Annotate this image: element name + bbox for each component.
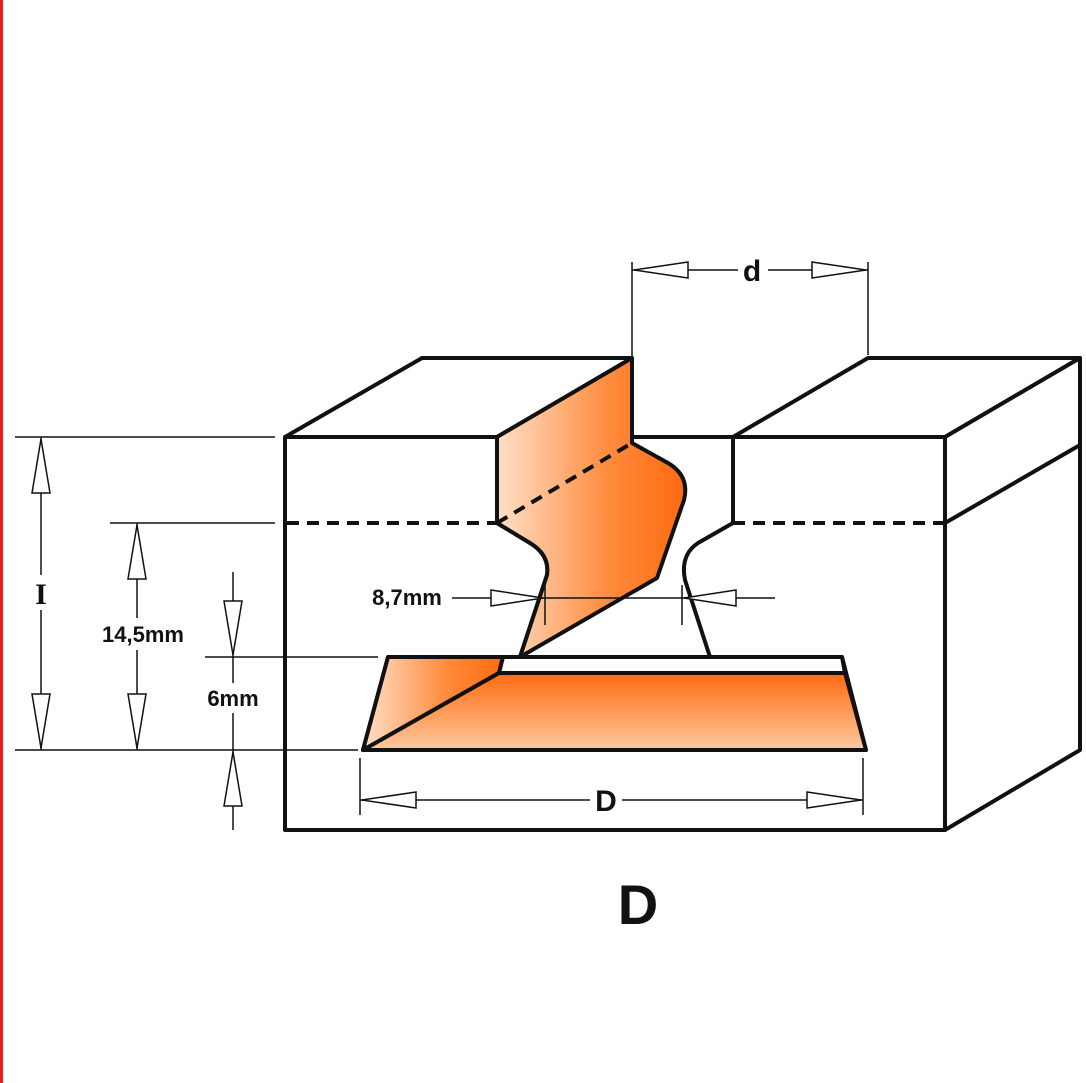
arrowhead-icon — [31, 438, 51, 494]
arrowhead-icon — [683, 589, 737, 607]
arrowhead-icon — [806, 791, 862, 809]
arrowhead-icon — [127, 524, 147, 580]
arrowhead-icon — [490, 589, 544, 607]
hidden-lines — [287, 441, 945, 525]
label-8-7mm: 8,7mm — [372, 585, 442, 610]
dimension-arrows — [31, 261, 867, 809]
label-I: I — [35, 578, 47, 611]
label-d: d — [743, 255, 761, 288]
label-D-dimension: D — [595, 785, 617, 818]
cutter-upper-face — [495, 356, 688, 659]
arrowhead-icon — [223, 600, 243, 656]
base-gap-strip — [497, 655, 847, 675]
cutter-profile — [361, 356, 868, 752]
arrowhead-icon — [31, 693, 51, 749]
left-edge-red-line — [0, 0, 3, 1083]
label-6mm: 6mm — [207, 686, 258, 711]
dimension-labels: d I 14,5mm 6mm 8,7mm D D — [35, 255, 761, 936]
arrowhead-icon — [811, 261, 867, 279]
right-side-face — [943, 356, 1082, 832]
label-14-5mm: 14,5mm — [102, 622, 184, 647]
arrowhead-icon — [223, 751, 243, 807]
profile-title: D — [618, 873, 658, 936]
arrowhead-icon — [361, 791, 417, 809]
arrowhead-icon — [127, 693, 147, 749]
arrowhead-icon — [633, 261, 689, 279]
